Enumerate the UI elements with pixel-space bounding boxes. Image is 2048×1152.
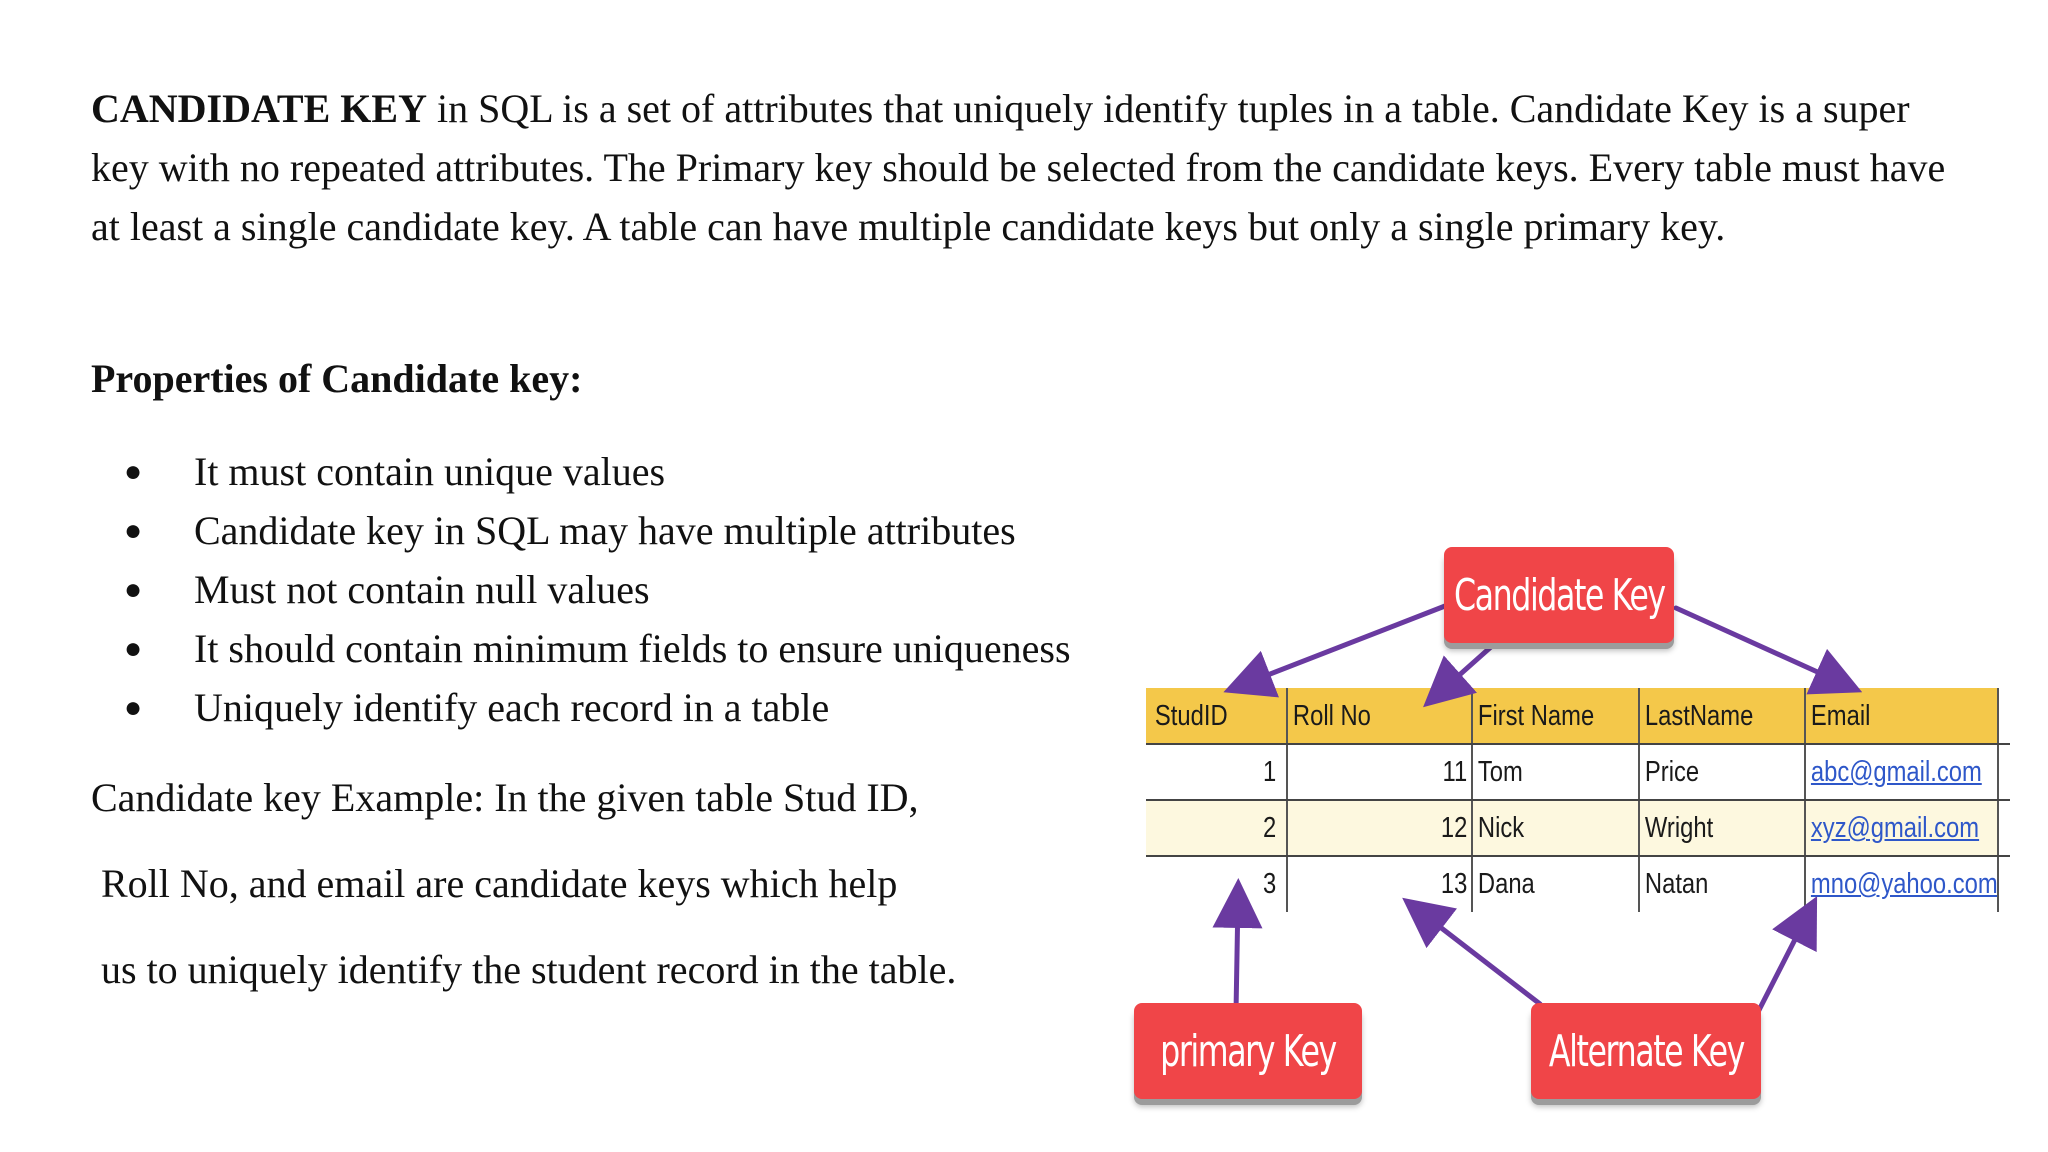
properties-heading: Properties of Candidate key: bbox=[91, 356, 583, 401]
cell-firstname: Nick bbox=[1477, 812, 1525, 844]
cell-firstname: Dana bbox=[1477, 868, 1535, 900]
cell-studid: 2 bbox=[1262, 812, 1277, 844]
header-studid: StudID bbox=[1154, 700, 1228, 732]
table-row: 2 12 Nick Wright xyz@gmail.com bbox=[1146, 800, 1999, 856]
table-divider bbox=[1146, 855, 2010, 857]
cell-lastname: Wright bbox=[1644, 812, 1714, 844]
header-rollno: Roll No bbox=[1292, 700, 1371, 732]
header-lastname: LastName bbox=[1644, 700, 1754, 732]
bullet-icon: ● bbox=[124, 455, 143, 488]
property-text: Candidate key in SQL may have multiple a… bbox=[194, 508, 1016, 553]
cell-firstname: Tom bbox=[1477, 756, 1523, 788]
table-row: 1 11 Tom Price abc@gmail.com bbox=[1146, 744, 1999, 800]
property-text: It must contain unique values bbox=[194, 449, 666, 494]
header-email: Email bbox=[1810, 700, 1871, 732]
arrow-candidate-rollno bbox=[1423, 643, 1495, 708]
intro-text: in SQL is a set of attributes that uniqu… bbox=[91, 86, 1946, 249]
table-divider bbox=[1146, 743, 2010, 745]
cell-rollno: 13 bbox=[1440, 868, 1468, 900]
arrow-candidate-studid bbox=[1223, 603, 1448, 698]
intro-term: CANDIDATE KEY bbox=[91, 86, 427, 131]
arrow-candidate-email bbox=[1673, 605, 1863, 695]
candidate-key-label: Candidate Key bbox=[1444, 547, 1674, 643]
cell-rollno: 12 bbox=[1440, 812, 1468, 844]
bullet-icon: ● bbox=[124, 514, 143, 547]
arrow-alternate-rollno bbox=[1402, 897, 1543, 1007]
example-line-3: us to uniquely identify the student reco… bbox=[91, 947, 957, 992]
cell-studid: 1 bbox=[1262, 756, 1277, 788]
candidate-key-label-text: Candidate Key bbox=[1453, 569, 1666, 621]
example-line-1: Candidate key Example: In the given tabl… bbox=[91, 775, 919, 820]
header-firstname: First Name bbox=[1477, 700, 1595, 732]
alternate-key-label-text: Alternate Key bbox=[1548, 1025, 1744, 1077]
bullet-icon: ● bbox=[124, 691, 143, 724]
cell-rollno: 11 bbox=[1442, 756, 1468, 788]
property-text: Uniquely identify each record in a table bbox=[194, 685, 830, 730]
arrow-primary-studid bbox=[1212, 878, 1263, 1015]
arrow-alternate-email bbox=[1753, 896, 1818, 1019]
bullet-icon: ● bbox=[124, 632, 143, 665]
table-header-row: StudID Roll No First Name LastName Email bbox=[1146, 688, 1999, 744]
alternate-key-label: Alternate Key bbox=[1531, 1003, 1761, 1099]
property-text: Must not contain null values bbox=[194, 567, 650, 612]
intro-paragraph: CANDIDATE KEY in SQL is a set of attribu… bbox=[91, 79, 1971, 256]
table-row: 3 13 Dana Natan mno@yahoo.com bbox=[1146, 856, 1999, 912]
cell-email-link[interactable]: xyz@gmail.com bbox=[1810, 812, 1980, 844]
example-line-2: Roll No, and email are candidate keys wh… bbox=[91, 861, 898, 906]
bullet-icon: ● bbox=[124, 573, 143, 606]
cell-email-link[interactable]: abc@gmail.com bbox=[1810, 756, 1982, 788]
primary-key-label-text: primary Key bbox=[1160, 1025, 1337, 1077]
cell-lastname: Price bbox=[1644, 756, 1700, 788]
property-text: It should contain minimum fields to ensu… bbox=[194, 626, 1071, 671]
table-divider bbox=[1146, 799, 2010, 801]
cell-studid: 3 bbox=[1262, 868, 1277, 900]
cell-email-link[interactable]: mno@yahoo.com bbox=[1810, 868, 1998, 900]
primary-key-label: primary Key bbox=[1134, 1003, 1362, 1099]
cell-lastname: Natan bbox=[1644, 868, 1709, 900]
